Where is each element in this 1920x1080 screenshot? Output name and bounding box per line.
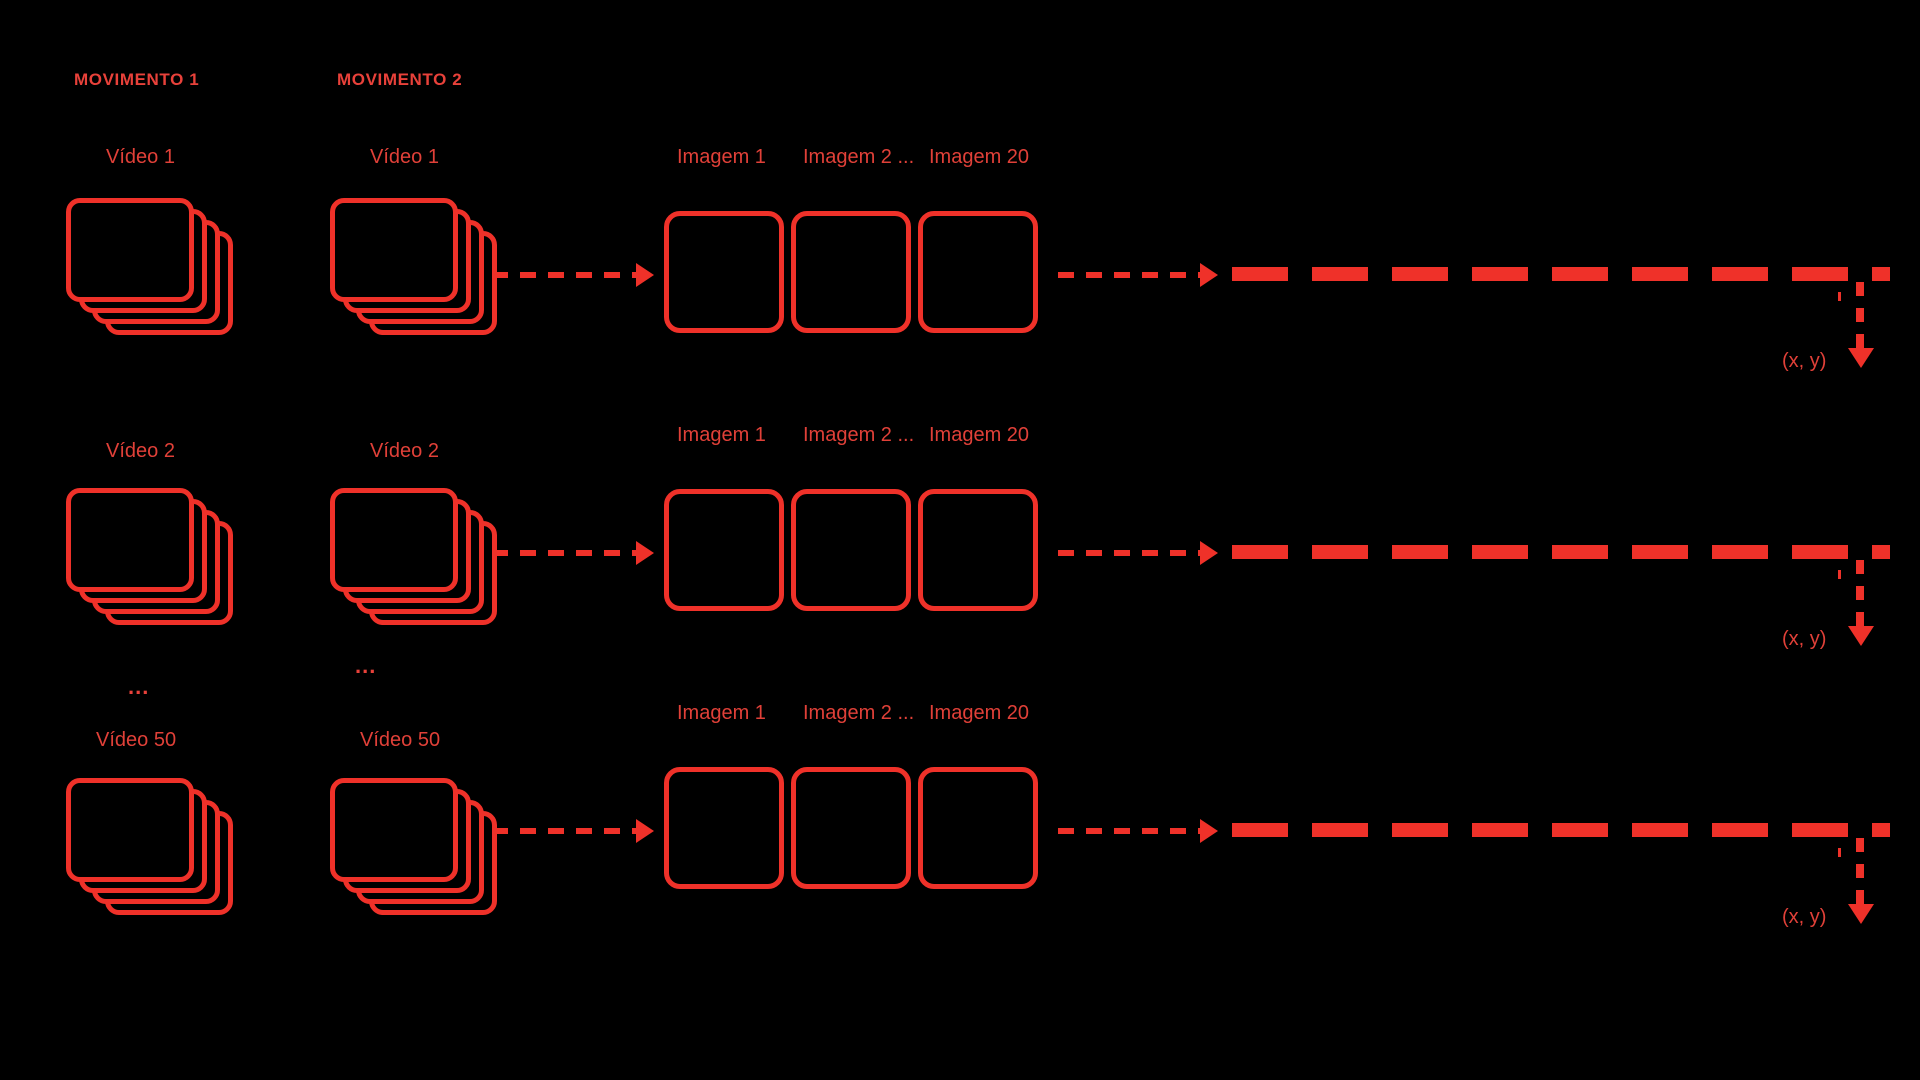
ellipsis-right: ...: [355, 653, 377, 678]
video-stack-row2-right[interactable]: [330, 488, 498, 628]
tick-mark-row2: [1838, 570, 1841, 579]
video-card: [66, 488, 194, 592]
arrow-row1-images-to-vector: [1058, 263, 1218, 287]
image-label-row2-2: Imagem 2 ...: [803, 424, 915, 446]
video-label-row1-left: Vídeo 1: [106, 146, 175, 168]
arrow-head-icon: [1200, 819, 1218, 843]
arrow-row2-images-to-vector: [1058, 541, 1218, 565]
image-frame-row1-1[interactable]: [664, 211, 784, 333]
video-label-row1-right: Vídeo 1: [370, 146, 439, 168]
video-label-row2-left: Vídeo 2: [106, 440, 175, 462]
coord-arrow-head-icon-row2: [1848, 626, 1874, 646]
image-frame-row3-2[interactable]: [791, 767, 911, 889]
dashed-line: [492, 272, 637, 278]
image-label-row2-3: Imagem 20: [929, 424, 1030, 446]
vector-strip-row1: [1232, 267, 1890, 281]
image-frame-row2-2[interactable]: [791, 489, 911, 611]
dashed-line: [492, 828, 637, 834]
video-stack-row3-right[interactable]: [330, 778, 498, 918]
arrow-row1-video-to-images: [492, 263, 654, 287]
image-label-row1-1: Imagem 1: [677, 146, 766, 168]
video-stack-row1-left[interactable]: [66, 198, 234, 338]
arrow-row3-images-to-vector: [1058, 819, 1218, 843]
coord-arrow-line-row3: [1856, 838, 1864, 908]
image-label-row3-1: Imagem 1: [677, 702, 766, 724]
dashed-line: [1058, 828, 1201, 834]
vector-strip-row2: [1232, 545, 1890, 559]
dashed-line: [1058, 272, 1201, 278]
image-frame-row2-1[interactable]: [664, 489, 784, 611]
coord-label-row3: (x, y): [1782, 906, 1827, 928]
video-label-row3-right: Vídeo 50: [360, 729, 441, 751]
arrow-row2-video-to-images: [492, 541, 654, 565]
video-stack-row1-right[interactable]: [330, 198, 498, 338]
dashed-line: [1058, 550, 1201, 556]
arrow-head-icon: [1200, 263, 1218, 287]
column-header-movimento-1: MOVIMENTO 1: [74, 70, 200, 89]
video-card: [330, 778, 458, 882]
coord-label-row2: (x, y): [1782, 628, 1827, 650]
video-card: [66, 198, 194, 302]
arrow-head-icon: [636, 819, 654, 843]
video-card: [330, 198, 458, 302]
image-label-row3-3: Imagem 20: [929, 702, 1030, 724]
coord-arrow-line-row2: [1856, 560, 1864, 630]
image-frame-row3-1[interactable]: [664, 767, 784, 889]
video-card: [330, 488, 458, 592]
arrow-head-icon: [636, 541, 654, 565]
ellipsis-left: ...: [128, 674, 150, 699]
arrow-row3-video-to-images: [492, 819, 654, 843]
tick-mark-row1: [1838, 292, 1841, 301]
tick-mark-row3: [1838, 848, 1841, 857]
column-header-movimento-2: MOVIMENTO 2: [337, 70, 463, 89]
image-label-row1-3: Imagem 20: [929, 146, 1030, 168]
image-label-row1-2: Imagem 2 ...: [803, 146, 915, 168]
video-label-row2-right: Vídeo 2: [370, 440, 439, 462]
image-frame-row1-3[interactable]: [918, 211, 1038, 333]
image-label-row3-2: Imagem 2 ...: [803, 702, 915, 724]
image-label-row2-1: Imagem 1: [677, 424, 766, 446]
vector-strip-row3: [1232, 823, 1890, 837]
arrow-head-icon: [636, 263, 654, 287]
video-stack-row3-left[interactable]: [66, 778, 234, 918]
image-frame-row2-3[interactable]: [918, 489, 1038, 611]
video-stack-row2-left[interactable]: [66, 488, 234, 628]
image-frame-row1-2[interactable]: [791, 211, 911, 333]
video-card: [66, 778, 194, 882]
coord-label-row1: (x, y): [1782, 350, 1827, 372]
coord-arrow-head-icon-row3: [1848, 904, 1874, 924]
arrow-head-icon: [1200, 541, 1218, 565]
coord-arrow-line-row1: [1856, 282, 1864, 352]
dashed-line: [492, 550, 637, 556]
video-label-row3-left: Vídeo 50: [96, 729, 177, 751]
image-frame-row3-3[interactable]: [918, 767, 1038, 889]
coord-arrow-head-icon-row1: [1848, 348, 1874, 368]
